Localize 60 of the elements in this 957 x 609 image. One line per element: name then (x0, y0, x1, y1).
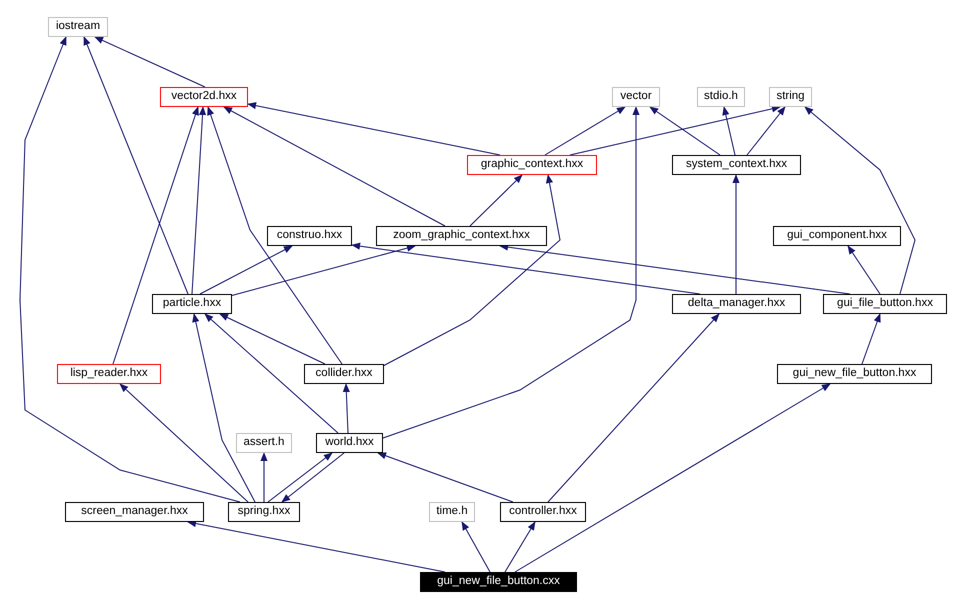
arrow (207, 106, 342, 364)
arrow (732, 174, 740, 294)
arrow (351, 242, 700, 294)
arrow (377, 452, 514, 502)
arrow (223, 106, 446, 226)
arrow (84, 36, 188, 294)
file-box: screen_manager.hxx (65, 502, 204, 522)
arrow (470, 174, 523, 226)
arrow (119, 383, 248, 502)
arrow (219, 314, 326, 364)
file-box: delta_manager.hxx (672, 294, 801, 314)
arrow (570, 105, 781, 156)
arrow (462, 521, 490, 572)
arrow (281, 452, 344, 503)
arrow (722, 106, 736, 156)
file-box: lisp_reader.hxx (57, 364, 161, 384)
file-box: gui_new_file_button.cxx (420, 572, 577, 592)
arrow (187, 520, 446, 572)
arrow (94, 36, 206, 88)
arrow (342, 383, 350, 434)
file-box: system_context.hxx (672, 155, 801, 175)
file-box: zoom_graphic_context.hxx (376, 226, 547, 246)
arrow (862, 313, 881, 364)
file-box: spring.hxx (228, 502, 300, 522)
file-box: time.h (429, 502, 475, 522)
file-box: controller.hxx (500, 502, 586, 522)
arrow (192, 313, 256, 502)
arrow (649, 106, 720, 156)
arrow (499, 244, 850, 294)
file-box: world.hxx (316, 433, 383, 453)
arrow (112, 106, 199, 364)
arrow (200, 246, 293, 294)
arrow (260, 452, 268, 502)
file-box: collider.hxx (304, 364, 384, 384)
arrow (804, 106, 916, 294)
file-box: string (769, 87, 812, 107)
file-box: graphic_context.hxx (467, 155, 597, 175)
file-box: vector2d.hxx (160, 87, 248, 107)
arrow (548, 313, 720, 502)
arrow (268, 452, 333, 502)
arrow (848, 245, 880, 294)
file-box: stdio.h (697, 87, 745, 107)
file-box: particle.hxx (152, 294, 232, 314)
file-box: gui_file_button.hxx (823, 294, 947, 314)
arrow (544, 106, 626, 156)
arrow (20, 36, 240, 502)
arrow (504, 521, 536, 572)
file-box: gui_component.hxx (773, 226, 901, 246)
file-box: gui_new_file_button.hxx (777, 364, 932, 384)
arrow (382, 174, 561, 366)
arrow (382, 106, 640, 438)
arrow (746, 106, 786, 156)
file-box: assert.h (236, 433, 292, 453)
file-box: iostream (48, 17, 108, 37)
arrow (204, 313, 338, 434)
file-box: construo.hxx (267, 226, 352, 246)
arrow (192, 106, 206, 294)
arrow (247, 102, 500, 156)
file-box: vector (612, 87, 660, 107)
arrow (514, 384, 831, 572)
